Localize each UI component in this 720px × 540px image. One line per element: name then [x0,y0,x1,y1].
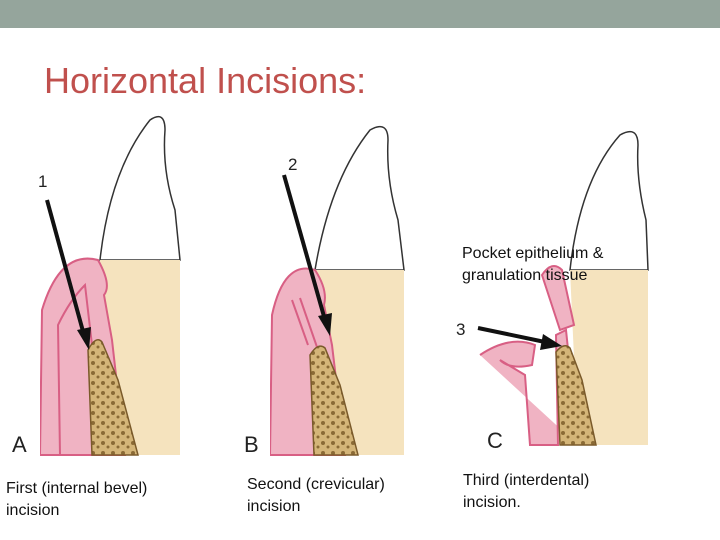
caption-third-incision: Third (interdental) incision. [463,472,590,511]
diagram-panel-c [477,130,649,446]
alveolar-bone [555,345,597,446]
step-number-2: 2 [288,155,298,174]
gingival-flap [479,328,579,446]
annotation-pocket-epithelium: Pocket epithelium & granulation tissue [462,243,603,287]
caption-second-incision: Second (crevicular) incision [247,476,385,515]
arrow-head-1 [77,327,91,350]
tooth-crown [99,115,181,261]
caption-first-incision: First (internal bevel) incision [6,480,148,519]
arrow-head-2 [318,313,332,336]
incision-arrow-3 [477,326,546,344]
incision-line [299,297,319,351]
annotation-line-1: Pocket epithelium & [462,245,604,262]
diagram-panel-b [270,125,405,456]
tooth-crown [314,125,405,271]
alveolar-bone [309,345,359,456]
arrow-head-3 [540,334,562,350]
panel-letter-a: A [12,432,27,457]
header-bar [0,0,720,28]
slide-title: Horizontal Incisions: [44,60,367,101]
panel-letter-b: B [244,432,259,457]
tooth-crown [569,130,649,271]
diagram-panel-a [40,115,181,456]
step-number-3: 3 [456,320,466,339]
incision-arrow-2 [282,174,327,321]
incision-line [291,299,309,346]
tooth-root [570,270,648,445]
pocket-epithelium [540,265,576,332]
step-number-1: 1 [38,172,48,191]
alveolar-bone [87,339,139,456]
annotation-line-2: granulation tissue [462,267,588,284]
incision-arrow-1 [45,199,86,336]
panel-letter-c: C [487,428,503,453]
